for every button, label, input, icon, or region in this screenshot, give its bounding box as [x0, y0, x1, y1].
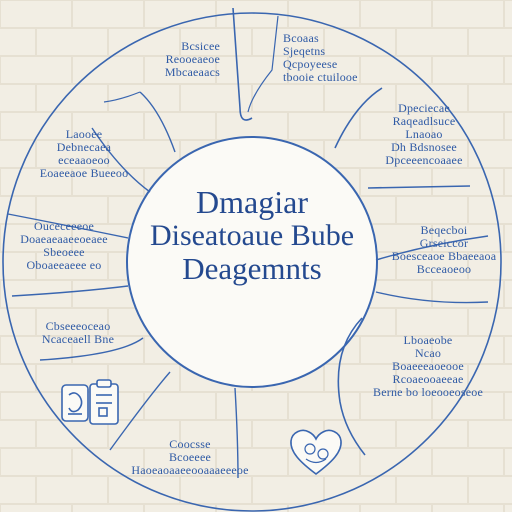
divider-line — [139, 91, 176, 153]
center-title-line: Diseatoaue Bube — [149, 219, 355, 252]
segment-line: Sbeoeee — [43, 245, 85, 259]
segment-line: Reooeaeoe — [165, 52, 220, 66]
segment-line: Dpeciecae — [398, 101, 450, 115]
segment-label-right-upper: Dpeciecae Raqeadlsuce Lnaoao Dh Bdsnosee… — [378, 102, 470, 167]
divider-line — [247, 15, 279, 113]
divider-line — [39, 337, 144, 361]
segment-line: Grseiccor — [419, 236, 469, 250]
segment-line: Boaeeeaoeooe — [392, 359, 464, 373]
document-icon — [61, 384, 89, 422]
segment-label-bottom: Coocsse Bcoeeee Haoeaoaaeeooaaaeeeoe — [108, 438, 272, 477]
divider-line — [234, 387, 239, 479]
segment-line: Coocsse — [169, 437, 211, 451]
segment-label-left-upper: Laooee Debnecaea eceaaoeoo Eoaeeaoe Buee… — [26, 128, 142, 180]
segment-line: Bcsicee — [181, 39, 220, 53]
divider-line — [11, 285, 129, 297]
segment-line: Lnaoao — [405, 127, 443, 141]
segment-label-top-right: Bcoaas Sjeqetns Qcpoyeese tbooie ctuiloo… — [283, 32, 358, 84]
segment-label-top-left: Bcsicee Reooeaeoe Mbcaeaacs — [72, 40, 220, 79]
segment-line: tbooie ctuilooe — [283, 70, 358, 84]
segment-line: Debnecaea — [56, 140, 112, 154]
segment-line: eceaaoeoo — [58, 153, 110, 167]
segment-line: Oboaeeaeee eo — [26, 258, 102, 272]
segment-line: Sjeqetns — [283, 44, 326, 58]
divider-line — [109, 371, 171, 451]
divider-line — [375, 291, 489, 304]
segment-line: Beqecboi — [420, 223, 468, 237]
segment-line: Mbcaeaacs — [164, 65, 220, 79]
center-title: Dmagiar Diseatoaue Bube Deagemnts — [130, 184, 374, 286]
segment-line: Berne bo loeooeoseoe — [373, 385, 483, 399]
divider-line — [334, 87, 383, 149]
segment-line: Ouceceeeoe — [34, 219, 94, 233]
divider-line — [232, 7, 253, 121]
center-title-line: Dmagiar — [196, 184, 308, 220]
segment-label-left: Ouceceeeoe Doaeaeaaeeoeaee Sbeoeee Oboae… — [2, 220, 126, 272]
segment-line: Qcpoyeese — [283, 57, 338, 71]
segment-label-left-lower: Cbseeeoceao Ncaceaell Bne — [22, 320, 134, 346]
segment-line: Ncaceaell Bne — [41, 332, 115, 346]
segment-line: Rcoaeooaeeae — [392, 372, 464, 386]
segment-line: Bcoaas — [283, 31, 319, 45]
center-title-line: Deagemnts — [182, 251, 322, 286]
segment-line: Eoaeeaoe Bueeoo — [39, 166, 129, 180]
segment-line: Cbseeeoceao — [45, 319, 111, 333]
segment-line: Bcceaoeoo — [416, 262, 472, 276]
inner-hub — [126, 136, 378, 388]
segment-line: Dpceeencoaaee — [385, 153, 463, 167]
divider-line — [375, 235, 489, 261]
divider-line — [367, 185, 471, 189]
segment-line: Raqeadlsuce — [392, 114, 456, 128]
segment-line: Ncao — [414, 346, 442, 360]
segment-line: Lboaeobe — [403, 333, 453, 347]
heart-icon — [290, 429, 342, 476]
segment-line: Laooee — [65, 127, 103, 141]
divider-line — [7, 213, 129, 239]
divider-line — [91, 127, 151, 193]
segment-line: Dh Bdsnosee — [391, 140, 457, 154]
segment-line: Haoeaoaaeeooaaaeeeoe — [131, 463, 249, 477]
segment-line: Boesceaoe Bbaeeaoa — [391, 249, 497, 263]
segment-line: Bcoeeee — [168, 450, 212, 464]
segment-label-right-lower: Lboaeobe Ncao Boaeeeaoeooe Rcoaeooaeeae … — [352, 334, 504, 399]
divider-line — [103, 91, 141, 103]
outer-ring — [2, 12, 502, 512]
segment-label-right: Beqecboi Grseiccor Boesceaoe Bbaeeaoa Bc… — [382, 224, 506, 276]
divider-line — [337, 317, 366, 456]
segment-line: Doaeaeaaeeoeaee — [20, 232, 108, 246]
clipboard-icon — [89, 379, 119, 425]
